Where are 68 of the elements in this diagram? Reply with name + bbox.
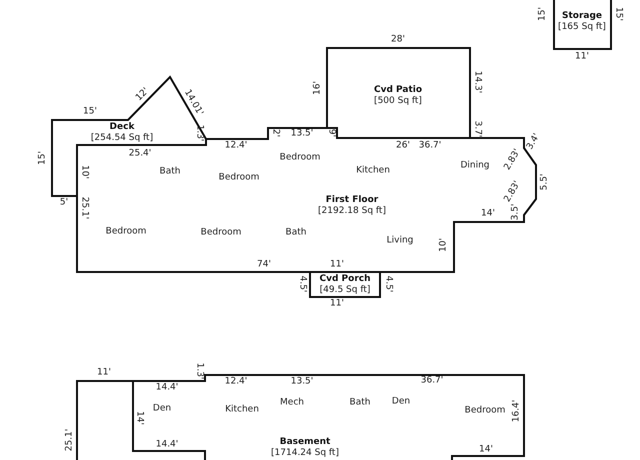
room-name: Mech bbox=[280, 398, 304, 408]
area-size: [165 Sq ft] bbox=[558, 22, 606, 34]
room-name: Den bbox=[152, 404, 172, 414]
dimension-label: 14.4' bbox=[156, 384, 178, 392]
dimension-label: 28' bbox=[391, 36, 405, 44]
dimension-label: 12.4' bbox=[224, 142, 248, 150]
room-name: Bedroom bbox=[280, 154, 320, 162]
dimension-label: 2' bbox=[270, 128, 280, 138]
dimension-label: 12.4' bbox=[224, 378, 248, 386]
dimension-label: 36.7' bbox=[420, 376, 444, 386]
room-name: Bedroom bbox=[464, 406, 506, 416]
dimension-label: 13.5' bbox=[290, 130, 314, 138]
area-name: Cvd Porch bbox=[320, 274, 370, 285]
dimension-label: 10' bbox=[80, 165, 88, 179]
dimension-label: 16.4' bbox=[512, 400, 522, 422]
dimension-label: 15' bbox=[83, 108, 97, 116]
dimension-label: 74' bbox=[257, 260, 271, 270]
dimension-label: 14' bbox=[479, 446, 493, 454]
dimension-label: 25.1' bbox=[66, 428, 74, 452]
room-name: Bath bbox=[350, 398, 370, 408]
dimension-label: 15' bbox=[614, 7, 622, 21]
dimension-label: 14' bbox=[481, 210, 495, 218]
room-name: Bedroom bbox=[200, 228, 242, 238]
dimension-label: 3.5' bbox=[512, 204, 520, 220]
area-name: Cvd Patio bbox=[374, 84, 422, 96]
dimension-label: 13.5' bbox=[290, 378, 314, 386]
room-name: Living bbox=[386, 236, 414, 246]
room-name: Bath bbox=[286, 228, 306, 238]
area-size: [49.5 Sq ft] bbox=[320, 285, 370, 296]
dimension-label: 1.3' bbox=[194, 124, 204, 142]
area-name: Deck bbox=[108, 122, 136, 133]
dimension-label: 5.5' bbox=[540, 174, 550, 190]
dimension-label: 11' bbox=[330, 300, 344, 308]
dimension-label: 36.7' bbox=[418, 142, 442, 150]
area-size: [500 Sq ft] bbox=[374, 96, 422, 108]
room-name: Bath bbox=[160, 168, 180, 176]
dimension-label: 15' bbox=[38, 151, 48, 165]
room-name: Kitchen bbox=[356, 166, 390, 176]
dimension-label: 14' bbox=[134, 411, 144, 425]
dimension-label: 14.4' bbox=[156, 440, 178, 450]
dimension-label: 5' bbox=[60, 198, 68, 208]
area-name: First Floor bbox=[324, 194, 380, 206]
area-size: [1714.24 Sq ft] bbox=[271, 448, 339, 460]
dimension-label: 11' bbox=[575, 52, 589, 62]
dimension-label: 10' bbox=[440, 238, 448, 252]
dimension-label: 25.4' bbox=[128, 150, 152, 158]
dimension-label: 15' bbox=[538, 7, 548, 21]
area-name: Basement bbox=[278, 436, 332, 448]
room-name: Dining bbox=[460, 162, 490, 170]
dimension-label: 4.5' bbox=[298, 276, 306, 292]
dimension-label: 3.7' bbox=[472, 120, 482, 138]
dimension-label: 14.3' bbox=[472, 70, 482, 94]
dimension-label: 26' bbox=[396, 142, 410, 150]
area-size: [254.54 Sq ft] bbox=[90, 133, 154, 144]
room-name: Bedroom bbox=[218, 174, 260, 182]
dimension-label: 12' bbox=[134, 86, 152, 104]
dimension-label: 25.1' bbox=[80, 196, 88, 220]
area-size: [2192.18 Sq ft] bbox=[318, 206, 386, 218]
dimension-label: 9' bbox=[326, 128, 336, 138]
dimension-label: 1.3' bbox=[194, 362, 204, 380]
room-name: Den bbox=[392, 398, 410, 406]
dimension-label: 11' bbox=[330, 260, 344, 270]
dimension-label: 16' bbox=[314, 81, 322, 95]
area-name: Storage bbox=[560, 10, 603, 22]
dimension-label: 11' bbox=[97, 368, 111, 378]
room-name: Kitchen bbox=[225, 406, 259, 414]
room-name: Bedroom bbox=[106, 228, 146, 236]
dimension-label: 4.5' bbox=[384, 276, 392, 292]
